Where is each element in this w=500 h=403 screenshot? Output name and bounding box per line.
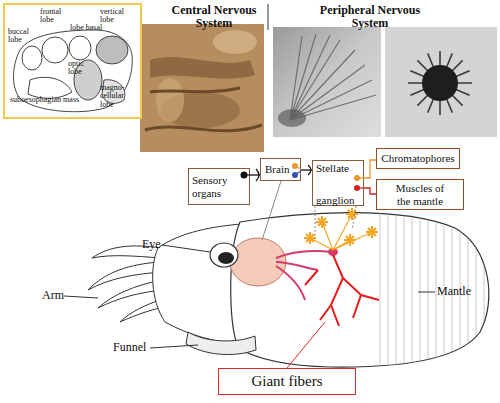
nerve-connector xyxy=(364,188,376,194)
squid-head xyxy=(153,224,242,345)
buccal-lobe-shape xyxy=(22,46,42,70)
nerve-connector xyxy=(301,169,312,170)
brain-leader xyxy=(262,181,281,240)
section-heading: Central Nervous System xyxy=(158,4,270,29)
node-text: Giant fibers xyxy=(251,373,322,390)
tissue-lobe xyxy=(156,78,184,122)
squid-mantle xyxy=(231,213,489,367)
node-text: Brain xyxy=(265,163,289,175)
squid-funnel xyxy=(186,332,256,355)
funnel-leader xyxy=(150,345,198,348)
mantle-leader xyxy=(418,292,435,293)
lobe-label: vertical lobe xyxy=(100,8,134,25)
frontal-lobe-shape xyxy=(42,37,68,63)
part-label: Eye xyxy=(142,238,172,251)
pallial-nerve xyxy=(276,251,332,300)
structure-box: Giant fibers xyxy=(218,368,356,395)
node-text: Muscles of the mantle xyxy=(390,182,450,206)
part-label: Arm xyxy=(42,289,72,302)
node-text: Sensory organs xyxy=(192,174,236,198)
node-text: Stellate ganglion xyxy=(316,152,363,216)
nerve-connector xyxy=(250,174,260,175)
node-text: Chromatophores xyxy=(381,152,454,164)
nerve-photo xyxy=(273,27,381,137)
lobe-label: lobe basal xyxy=(70,24,112,32)
ganglion-shadow xyxy=(278,109,306,127)
ganglion-leader xyxy=(352,206,356,230)
input-box: Sensory organs xyxy=(188,168,250,205)
synapse-symbol xyxy=(308,165,311,175)
chromatophore-photo xyxy=(385,27,497,137)
nerve-connector xyxy=(364,160,376,178)
section-heading: Peripheral Nervous System xyxy=(305,4,435,29)
vertical-lobe-shape xyxy=(96,36,128,64)
arm-leader xyxy=(64,296,98,298)
tissue-band xyxy=(150,57,255,78)
lobe-label: optic lobe xyxy=(68,60,94,77)
effector-box: Muscles of the mantle xyxy=(376,179,464,210)
lobe-label: buccal lobe xyxy=(8,28,38,45)
squid-eye xyxy=(210,243,238,267)
nerve-fan xyxy=(290,34,376,120)
part-label: Mantle xyxy=(437,285,487,298)
eye-pupil xyxy=(218,252,234,264)
ganglion-box: Stellate ganglion xyxy=(312,160,364,206)
tissue-tract xyxy=(145,88,262,131)
lobe-label: suboesophagian mass xyxy=(10,96,80,104)
lobe-label: frontal lobe xyxy=(40,8,72,25)
effector-box: Chromatophores xyxy=(376,148,460,169)
histology-photo xyxy=(140,24,264,152)
chromatophore-spikes xyxy=(408,51,472,115)
fiber-leader xyxy=(287,322,325,368)
synapse-symbol xyxy=(256,169,259,181)
lobe-label: magno-cellular lobe xyxy=(100,84,138,109)
tissue-lobe xyxy=(213,30,257,54)
chromatophore-core xyxy=(422,65,458,101)
basal-lobe-shape xyxy=(69,36,91,60)
inset-frame xyxy=(4,4,141,118)
part-label: Funnel xyxy=(113,341,153,354)
eye-leader xyxy=(162,245,210,252)
section-divider xyxy=(268,4,269,30)
brain-box: Brain xyxy=(260,158,301,181)
ganglion-leader xyxy=(315,206,316,236)
giant-fiber-branches xyxy=(305,255,379,326)
